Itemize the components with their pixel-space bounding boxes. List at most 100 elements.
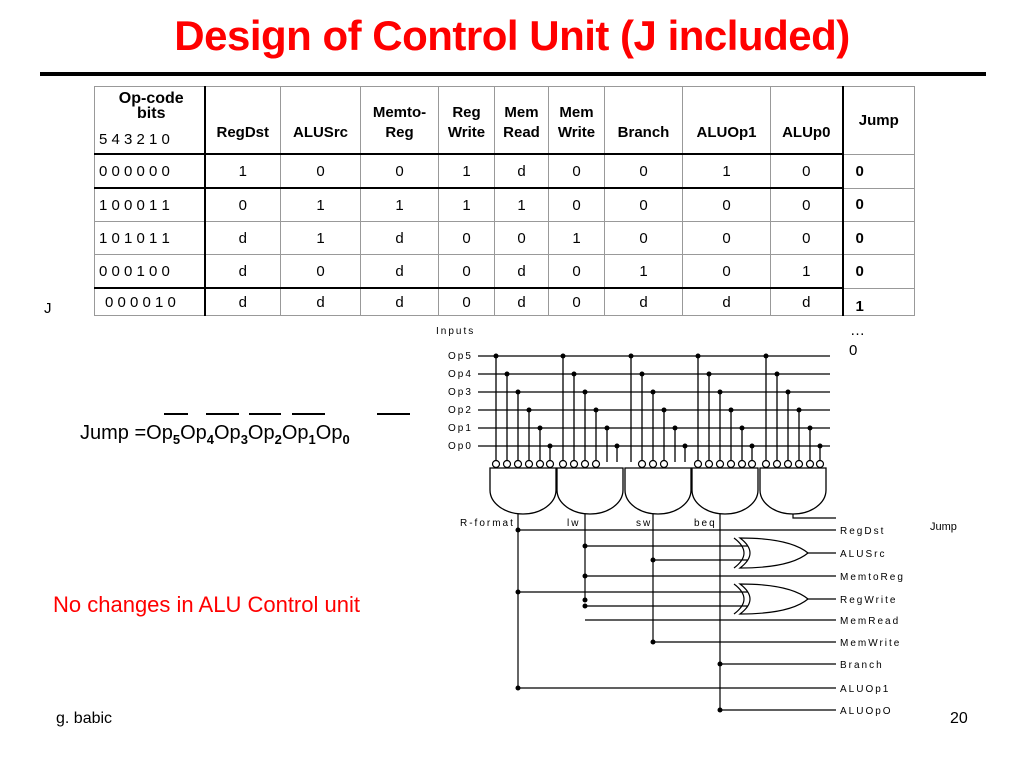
opcode-header: Op-code bits 5 4 3 2 1 0 <box>94 86 206 155</box>
opcode-cell: 1 0 1 0 1 1 <box>94 221 206 255</box>
page-number: 20 <box>950 710 968 727</box>
value-cell: 0 <box>438 254 495 289</box>
jump-header: Jump <box>858 111 899 129</box>
eq-term-name: Op <box>146 422 173 444</box>
overbar <box>249 413 281 415</box>
col-top: Memto- <box>372 104 427 121</box>
eq-term-name: Op <box>214 422 241 444</box>
eq-term-name: Op <box>247 422 275 444</box>
opcode-cell: 0 0 0 0 0 0 <box>94 153 206 189</box>
input-label-op5: Op5 <box>448 351 473 362</box>
value-cell: d <box>494 287 549 316</box>
opcode-cell: 0 0 0 1 0 0 <box>94 254 206 289</box>
value-cell: d <box>204 254 281 289</box>
value-cell: 0 <box>280 153 361 189</box>
value-cell: 1 <box>604 254 683 289</box>
eq-term-op3: Op3 <box>214 422 248 447</box>
value-cell: 0 <box>770 221 844 255</box>
eq-term-sub: 5 <box>172 432 181 447</box>
output-label-memread: MemRead <box>840 616 900 627</box>
jump-cell: 0 <box>842 153 915 189</box>
value-cell: 1 <box>682 153 771 189</box>
eq-prefix: Jump = <box>80 422 147 444</box>
eq-term-sub: 3 <box>240 432 248 447</box>
bit-order: 5 4 3 2 1 0 <box>99 131 170 148</box>
control-truth-table: Op-code bits 5 4 3 2 1 0 RegDst ALUSrc M… <box>94 86 915 316</box>
title-rule <box>40 72 986 76</box>
gate-label-rformat: R-format <box>460 518 515 529</box>
value-cell: d <box>280 287 361 316</box>
eq-term-op0: Op0 <box>316 422 350 447</box>
col-top: Mem <box>559 104 594 121</box>
jump-cell: 0 <box>842 221 915 255</box>
value-cell: 1 <box>494 187 549 222</box>
ellipsis: … <box>850 322 865 339</box>
inputs-label: Inputs <box>436 326 475 337</box>
table-row: 1 0 1 0 1 1 d 1 d 0 0 1 0 0 0 0 <box>94 221 915 255</box>
col-header-memtoreg: Memto- Reg <box>360 86 439 155</box>
opcode-header-line2: bits <box>137 105 166 122</box>
output-label-alusrc: ALUSrc <box>840 549 886 560</box>
value-cell: d <box>360 221 439 255</box>
input-label-op1: Op1 <box>448 423 473 434</box>
output-label-aluop0: ALUOpO <box>840 706 893 717</box>
col-top: Mem <box>504 104 539 121</box>
col-header-aluop1: ALUOp1 <box>682 86 771 155</box>
value-cell: 0 <box>548 254 605 289</box>
eq-term-name: Op <box>281 422 309 444</box>
value-cell: 1 <box>438 153 495 189</box>
value-cell: 0 <box>770 187 844 222</box>
value-cell: 0 <box>438 287 495 316</box>
eq-term-sub: 1 <box>308 432 316 447</box>
col-top: Reg <box>452 104 481 121</box>
opcode-header-line1: Op-code <box>118 90 184 107</box>
value-cell: 1 <box>548 221 605 255</box>
eq-term-sub: 2 <box>274 432 282 447</box>
trailing-zero: 0 <box>849 342 858 359</box>
col-bottom: ALUp0 <box>782 124 831 141</box>
input-label-op0: Op0 <box>448 441 473 452</box>
value-cell: 1 <box>204 153 281 189</box>
value-cell: 0 <box>770 153 844 189</box>
value-cell: d <box>360 287 439 316</box>
value-cell: d <box>604 287 683 316</box>
overbar <box>206 413 239 415</box>
overbar <box>164 413 188 415</box>
output-label-memwrite: MemWrite <box>840 638 901 649</box>
value-cell: 1 <box>280 221 361 255</box>
value-cell: d <box>494 254 549 289</box>
gate-label-sw: sw <box>636 518 652 529</box>
table-row-jump: 0 0 0 0 1 0 d d d 0 d 0 d d d 1 <box>94 287 915 316</box>
jump-cell: 1 <box>842 287 915 316</box>
col-header-regdst: RegDst <box>204 86 281 155</box>
gate-label-beq: beq <box>694 518 717 529</box>
col-header-branch: Branch <box>604 86 683 155</box>
col-header-alusrc: ALUSrc <box>280 86 361 155</box>
value-cell: 0 <box>280 254 361 289</box>
eq-term-op4: Op4 <box>180 422 214 447</box>
output-label-regdst: RegDst <box>840 526 885 537</box>
jump-equation: Jump =Op5Op4Op3Op2Op1Op0 <box>80 422 350 447</box>
col-bottom: ALUOp1 <box>696 124 757 141</box>
overbar <box>292 413 325 415</box>
value-cell: d <box>494 153 549 189</box>
value-cell: d <box>770 287 844 316</box>
value-cell: 0 <box>682 254 771 289</box>
value-cell: d <box>360 254 439 289</box>
col-bottom: Read <box>503 124 540 141</box>
col-bottom: Branch <box>617 124 670 141</box>
eq-term-sub: 4 <box>206 432 214 447</box>
jump-cell: 0 <box>842 254 915 289</box>
value-cell: 0 <box>494 221 549 255</box>
alu-control-note: No changes in ALU Control unit <box>53 592 360 617</box>
input-label-op2: Op2 <box>448 405 473 416</box>
value-cell: 0 <box>604 153 683 189</box>
jump-output-label: Jump <box>930 521 957 533</box>
opcode-cell: 0 0 0 0 1 0 <box>94 287 206 316</box>
col-bottom: Reg <box>385 124 414 141</box>
eq-term-op1: Op1 <box>281 422 316 447</box>
